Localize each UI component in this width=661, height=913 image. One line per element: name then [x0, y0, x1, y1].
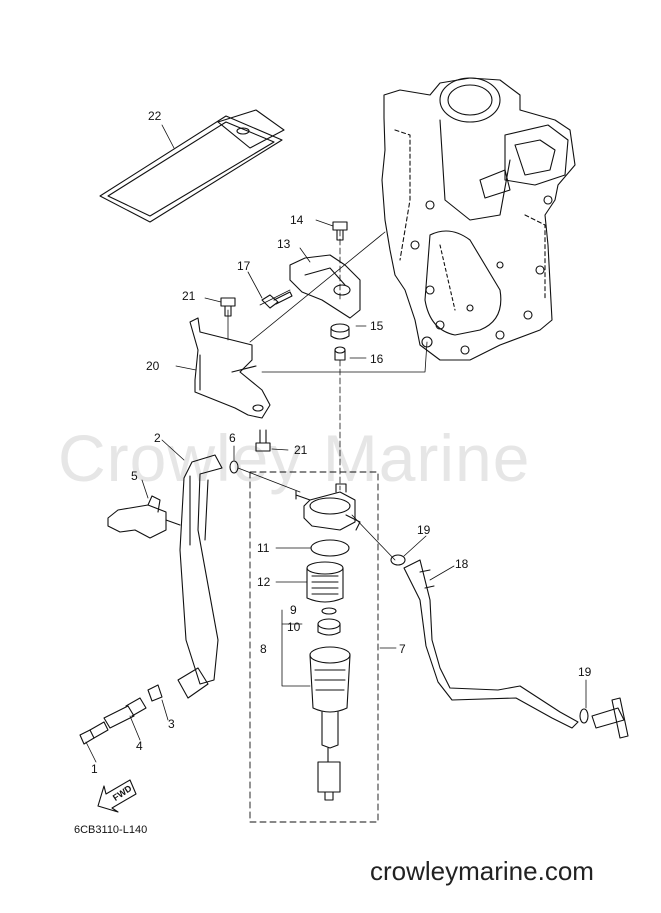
collar-part: [334, 346, 346, 361]
hose-clamp-part: [107, 495, 181, 539]
callout-20[interactable]: 20: [146, 359, 160, 373]
engine-block-part: [381, 77, 576, 361]
callout-11[interactable]: 11: [257, 541, 270, 555]
callout-19-upper[interactable]: 19: [417, 523, 431, 537]
callout-16[interactable]: 16: [370, 352, 384, 366]
filter-head-part: [295, 483, 361, 531]
diagram-code: 6CB3110-L140: [74, 824, 148, 836]
label-leaders: [85, 124, 587, 763]
callout-14[interactable]: 14: [290, 213, 304, 227]
callout-3[interactable]: 3: [168, 717, 175, 731]
hose-clip-part: [229, 460, 239, 474]
filter-bracket-part: [189, 317, 271, 419]
callout-9[interactable]: 9: [290, 603, 297, 617]
callout-21-lower[interactable]: 21: [294, 443, 308, 457]
callout-22[interactable]: 22: [148, 109, 162, 123]
callout-15[interactable]: 15: [370, 319, 384, 333]
callout-10[interactable]: 10: [287, 620, 301, 634]
fitting-part: [79, 684, 163, 745]
site-url: crowleymarine.com: [370, 856, 594, 886]
filter-element-part: [306, 561, 344, 603]
seal-part: [321, 607, 337, 615]
callout-13[interactable]: 13: [277, 237, 291, 251]
bolt-part: [261, 291, 293, 309]
bolt-part: [332, 221, 348, 241]
callout-7[interactable]: 7: [399, 642, 406, 656]
hose-clip-part: [579, 708, 589, 724]
bolt-part: [220, 297, 236, 317]
tee-fitting-part: [591, 697, 629, 739]
callout-8[interactable]: 8: [260, 642, 267, 656]
leader-bracket: [281, 609, 311, 687]
callout-5[interactable]: 5: [131, 469, 138, 483]
float-part: [317, 618, 341, 636]
bolt-part: [255, 429, 271, 452]
callout-19-lower[interactable]: 19: [578, 665, 592, 679]
hose-clip-part: [390, 554, 406, 566]
callout-21-upper[interactable]: 21: [182, 289, 196, 303]
callout-4[interactable]: 4: [136, 739, 143, 753]
callout-1[interactable]: 1: [91, 762, 98, 776]
leader-lines: [227, 229, 428, 561]
filter-cup-part: [309, 646, 351, 801]
callout-17[interactable]: 17: [237, 259, 251, 273]
callout-18[interactable]: 18: [455, 557, 469, 571]
o-ring-part: [310, 539, 350, 557]
assembly-box: [249, 471, 379, 823]
callout-2[interactable]: 2: [154, 431, 161, 445]
callout-6[interactable]: 6: [229, 431, 236, 445]
fuel-hose-part: [177, 454, 223, 699]
return-hose-part: [403, 559, 579, 729]
gasket-pouch-part: [99, 109, 285, 223]
callout-12[interactable]: 12: [257, 575, 271, 589]
watermark-text: Crowley Marine: [58, 421, 531, 495]
fwd-arrow-icon: [97, 779, 137, 813]
bracket-part: [289, 254, 361, 319]
grommet-part: [330, 323, 350, 340]
